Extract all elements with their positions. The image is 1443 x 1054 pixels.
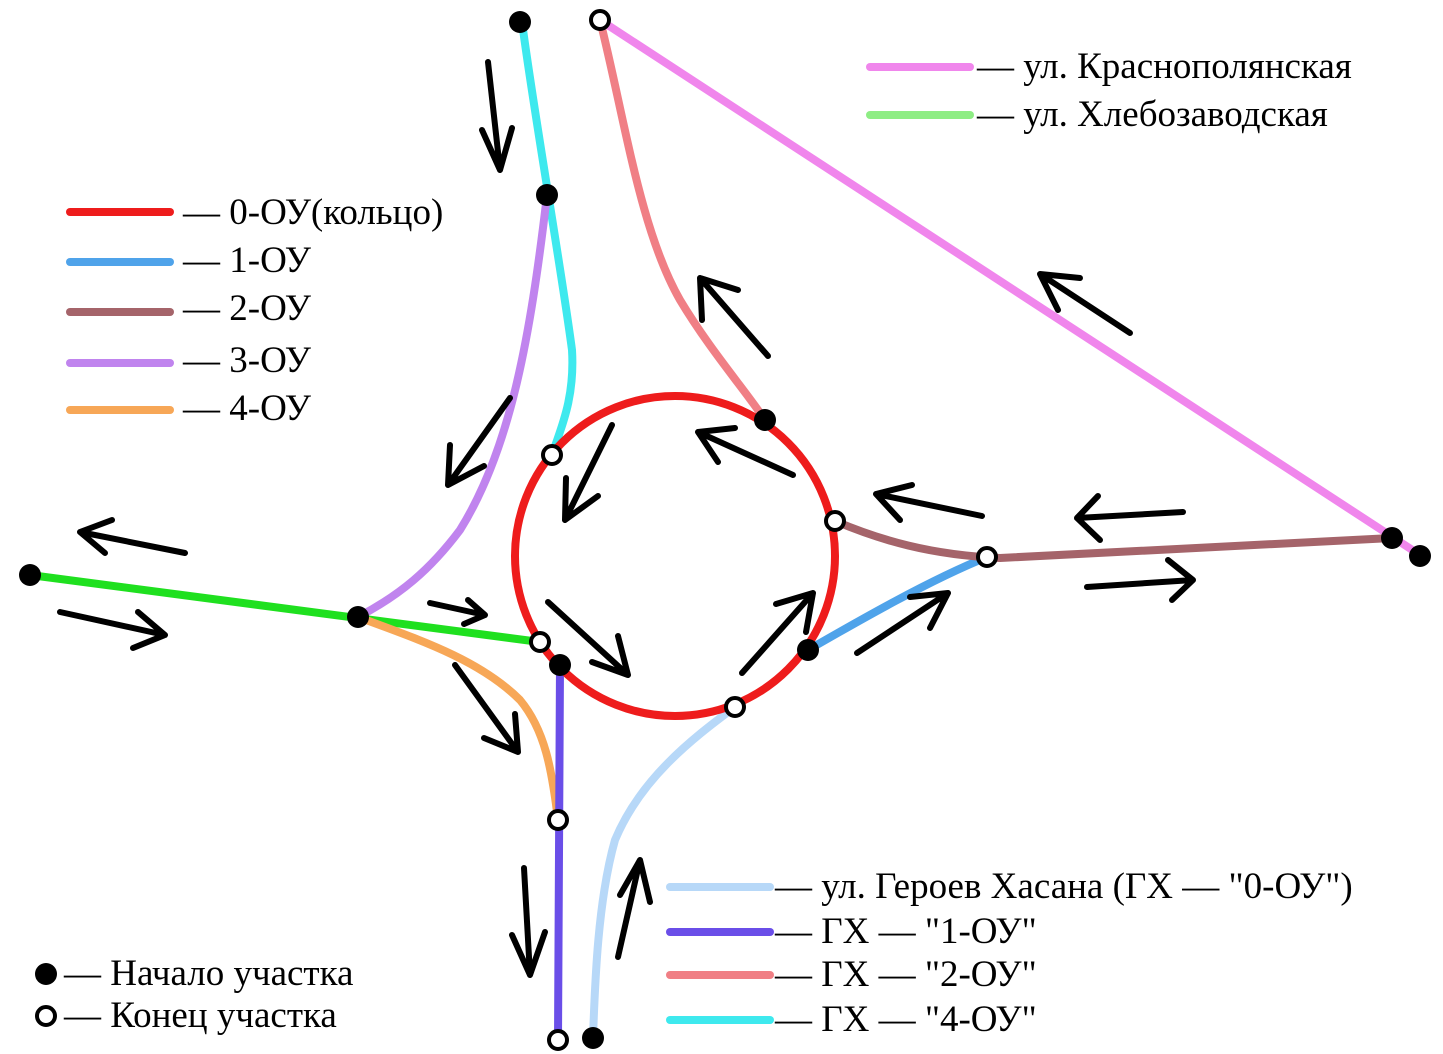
arrow-icon xyxy=(445,395,513,488)
arrow-icon xyxy=(479,59,515,173)
legend-label: — ГХ — "2-ОУ" xyxy=(774,954,1037,995)
legend-ou: — 0-ОУ(кольцо) — 1-ОУ — 2-ОУ — 3-ОУ — 4-… xyxy=(66,192,443,429)
legend-end-label: — Конец участка xyxy=(63,995,337,1036)
legend-label: — 0-ОУ(кольцо) xyxy=(182,192,443,233)
arrow-icon xyxy=(562,422,615,523)
end-node xyxy=(724,696,746,718)
end-node xyxy=(529,631,551,653)
end-node-icon xyxy=(35,1005,57,1027)
legend-label: — ул. Краснополянская xyxy=(976,46,1352,87)
start-node xyxy=(1381,527,1403,549)
road-3-ou xyxy=(354,191,551,621)
nodes xyxy=(19,9,1431,1051)
start-node xyxy=(1409,545,1431,567)
arrow-icon xyxy=(427,597,488,627)
start-node xyxy=(797,639,819,661)
arrow-icon xyxy=(1037,271,1133,336)
arrow-icon xyxy=(1084,557,1196,603)
legend-label: — ГХ — "1-ОУ" xyxy=(774,911,1037,952)
legend-label: — 2-ОУ xyxy=(182,288,312,329)
arrow-icon xyxy=(697,275,771,359)
arrow-icon xyxy=(695,425,796,478)
legend-label: — 1-ОУ xyxy=(182,240,312,281)
arrow-icon xyxy=(1074,493,1186,543)
start-node-icon xyxy=(35,963,57,985)
arrow-icon xyxy=(739,590,816,676)
road-2-ou xyxy=(831,517,1396,562)
road-gh-2-ou xyxy=(596,16,769,424)
legend-label: — 4-ОУ xyxy=(182,388,312,429)
road-gh-1-ou xyxy=(554,661,564,1044)
end-node xyxy=(547,1029,569,1051)
legend-label: — ул. Хлебозаводская xyxy=(976,94,1328,135)
end-node xyxy=(589,9,611,31)
end-node xyxy=(824,510,846,532)
road-4-ou xyxy=(354,613,562,824)
start-node xyxy=(347,606,369,628)
arrow-icon xyxy=(452,662,521,755)
road-0-ou-ring xyxy=(511,392,839,720)
end-node xyxy=(976,546,998,568)
start-node xyxy=(509,11,531,33)
direction-arrows xyxy=(57,59,1196,978)
legend-nodes: — Начало участка — Конец участка xyxy=(35,953,353,1036)
road-krasnopolyanskaya xyxy=(596,16,1424,559)
start-node xyxy=(754,409,776,431)
arrow-icon xyxy=(545,599,631,678)
legend-start-label: — Начало участка xyxy=(63,953,353,994)
start-node xyxy=(536,184,558,206)
legend-label: — 3-ОУ xyxy=(182,340,312,381)
road-geroev-khasana xyxy=(589,703,739,1042)
start-node xyxy=(19,564,41,586)
legend-streets: — ул. Краснополянская — ул. Хлебозаводск… xyxy=(866,46,1352,135)
start-node xyxy=(549,654,571,676)
end-node xyxy=(547,809,569,831)
arrow-icon xyxy=(77,517,188,556)
start-node xyxy=(582,1027,604,1049)
legend-gh: — ул. Героев Хасана (ГХ — "0-ОУ") — ГХ —… xyxy=(666,866,1353,1040)
legend-label: — ГХ — "4-ОУ" xyxy=(774,999,1037,1040)
road-khlebozavodskaya xyxy=(26,571,544,646)
arrow-icon xyxy=(509,865,548,978)
legend-label: — ул. Героев Хасана (ГХ — "0-ОУ") xyxy=(774,866,1353,907)
arrow-icon xyxy=(57,609,168,651)
arrow-icon xyxy=(615,857,653,960)
end-node xyxy=(541,444,563,466)
road-gh-4-ou xyxy=(518,18,577,459)
arrow-icon xyxy=(873,482,985,523)
road-1-ou xyxy=(804,553,991,654)
arrow-icon xyxy=(854,590,951,656)
